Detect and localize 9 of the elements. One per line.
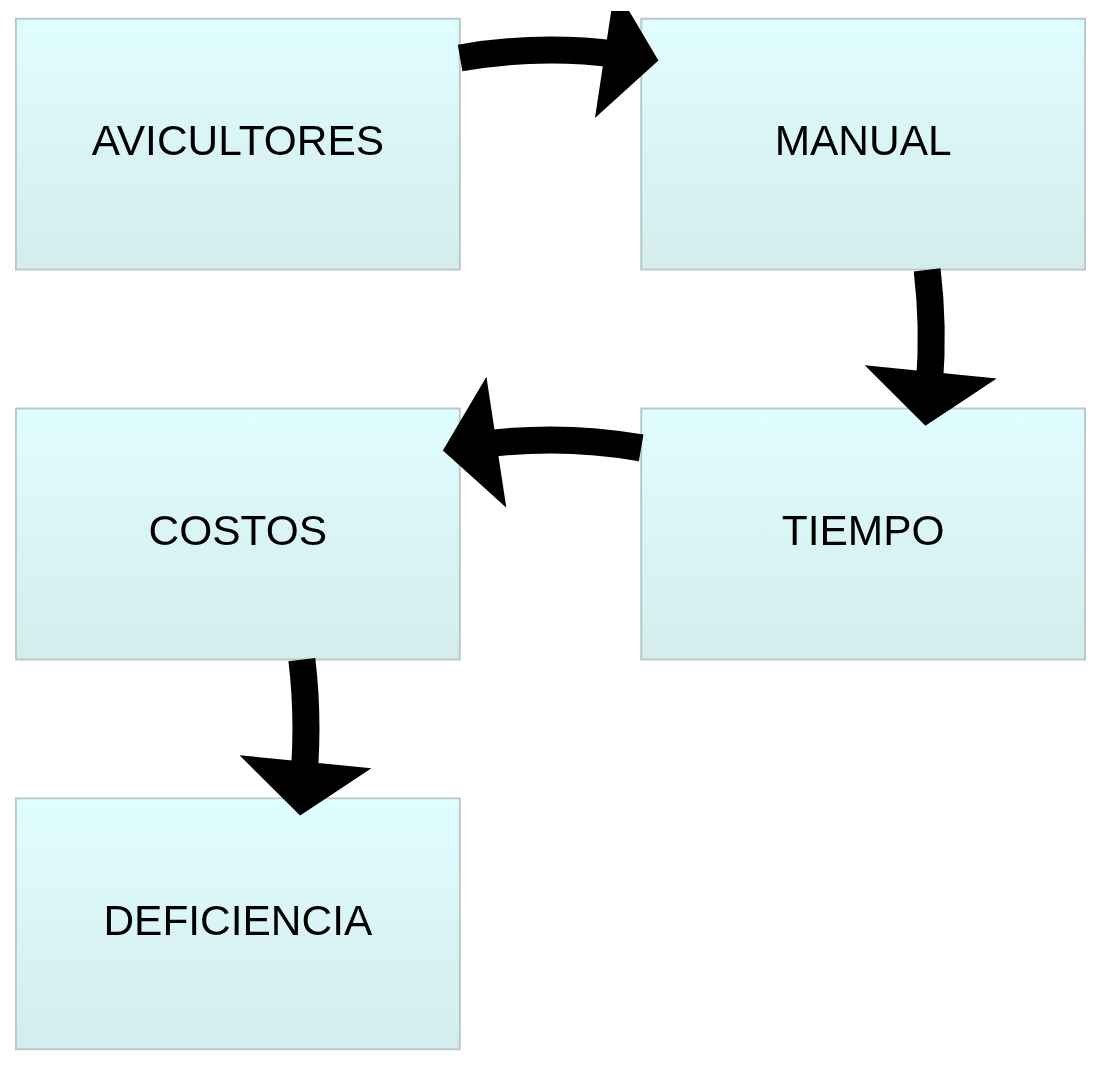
node-box: TIEMPO xyxy=(640,407,1087,660)
node-box: COSTOS xyxy=(14,407,461,660)
arrow xyxy=(239,657,372,816)
node-box: DEFICIENCIA xyxy=(14,796,461,1050)
node-box: MANUAL xyxy=(640,17,1087,271)
arrow xyxy=(442,376,644,508)
node-box: AVICULTORES xyxy=(14,17,461,271)
arrow xyxy=(458,10,659,118)
arrow xyxy=(864,267,997,426)
